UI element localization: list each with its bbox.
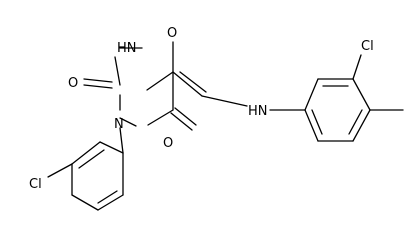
atom-label-o-left: O <box>68 76 78 91</box>
bond <box>97 190 118 204</box>
bond <box>97 194 124 211</box>
bond <box>119 117 137 127</box>
structure-diagram: O HN O N O HN Cl Cl <box>29 26 404 211</box>
bond <box>352 109 371 142</box>
molecule-drawing: O HN O N O HN Cl Cl <box>29 26 404 211</box>
bond <box>174 107 197 126</box>
bond <box>147 109 174 126</box>
atom-label-cl-left: Cl <box>29 177 42 192</box>
bond <box>201 95 248 107</box>
bond <box>83 78 113 83</box>
bond <box>78 149 105 169</box>
atom-label-n-ring: N <box>114 117 124 132</box>
bond <box>99 141 124 154</box>
bond <box>172 71 203 97</box>
bond <box>83 84 113 89</box>
bond <box>311 109 323 135</box>
bond <box>71 194 99 211</box>
bond <box>119 127 124 154</box>
bond <box>348 109 363 135</box>
bond <box>352 78 371 111</box>
bond <box>170 112 193 131</box>
bond <box>47 163 73 178</box>
atom-label-o-bottom: O <box>163 136 173 151</box>
atom-label-cl-right: Cl <box>361 39 374 54</box>
bond <box>352 54 362 80</box>
atom-label-nh-link: HN <box>248 104 268 119</box>
atom-labels: O HN O N O HN Cl Cl <box>29 26 374 192</box>
atom-label-o-top: O <box>167 26 177 41</box>
bonds <box>47 41 404 211</box>
bond <box>304 78 319 111</box>
bond <box>114 56 121 86</box>
bond <box>146 71 174 91</box>
bond <box>179 71 207 93</box>
bond <box>71 141 101 165</box>
bond <box>304 109 319 142</box>
atom-label-nh-ring: HN <box>117 41 137 56</box>
